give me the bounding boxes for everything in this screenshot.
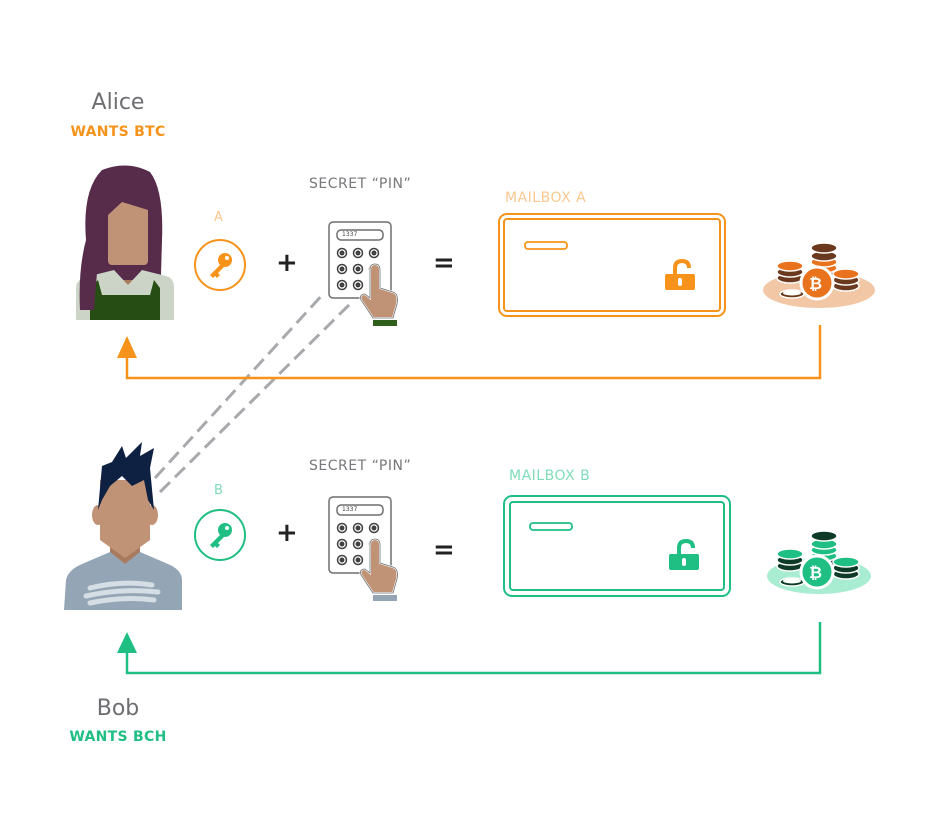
bob-key-label: B (214, 483, 223, 498)
equals-sign: = (433, 535, 455, 565)
alice-key-label: A (214, 210, 223, 225)
bch-symbol: ₿ (809, 563, 823, 582)
plus-sign: + (276, 518, 298, 548)
alice-pin-code: 1337 (342, 231, 358, 238)
alice-arrowhead (117, 336, 137, 358)
bob-avatar (64, 442, 182, 610)
mailbox-a-label: MAILBOX A (505, 190, 587, 206)
bch-coins-icon (767, 530, 871, 594)
alice-avatar (76, 165, 174, 320)
mailbox-b (503, 495, 731, 597)
alice-name: Alice (91, 90, 145, 115)
mailbox-b-label: MAILBOX B (509, 468, 591, 484)
bob-wants: WANTS BCH (69, 729, 167, 745)
bob-pin-code: 1337 (342, 506, 358, 513)
bob-name: Bob (96, 696, 140, 721)
plus-sign: + (276, 248, 298, 278)
mailbox-a (498, 213, 726, 317)
key-icon (194, 509, 246, 561)
unlocked-padlock-icon (665, 258, 695, 290)
btc-coins-icon (763, 242, 875, 308)
alice-pin-label: SECRET “PIN” (309, 176, 412, 192)
bob-return-arrow (125, 622, 822, 675)
bob-pin-label: SECRET “PIN” (309, 458, 412, 474)
bob-arrowhead (117, 632, 137, 653)
keypad-icon (328, 496, 399, 601)
key-icon (194, 239, 246, 291)
btc-symbol: ₿ (809, 274, 823, 293)
alice-return-arrow (125, 325, 822, 380)
keypad-icon (328, 221, 399, 326)
unlocked-padlock-icon (669, 538, 699, 570)
alice-wants: WANTS BTC (70, 124, 166, 140)
equals-sign: = (433, 248, 455, 278)
